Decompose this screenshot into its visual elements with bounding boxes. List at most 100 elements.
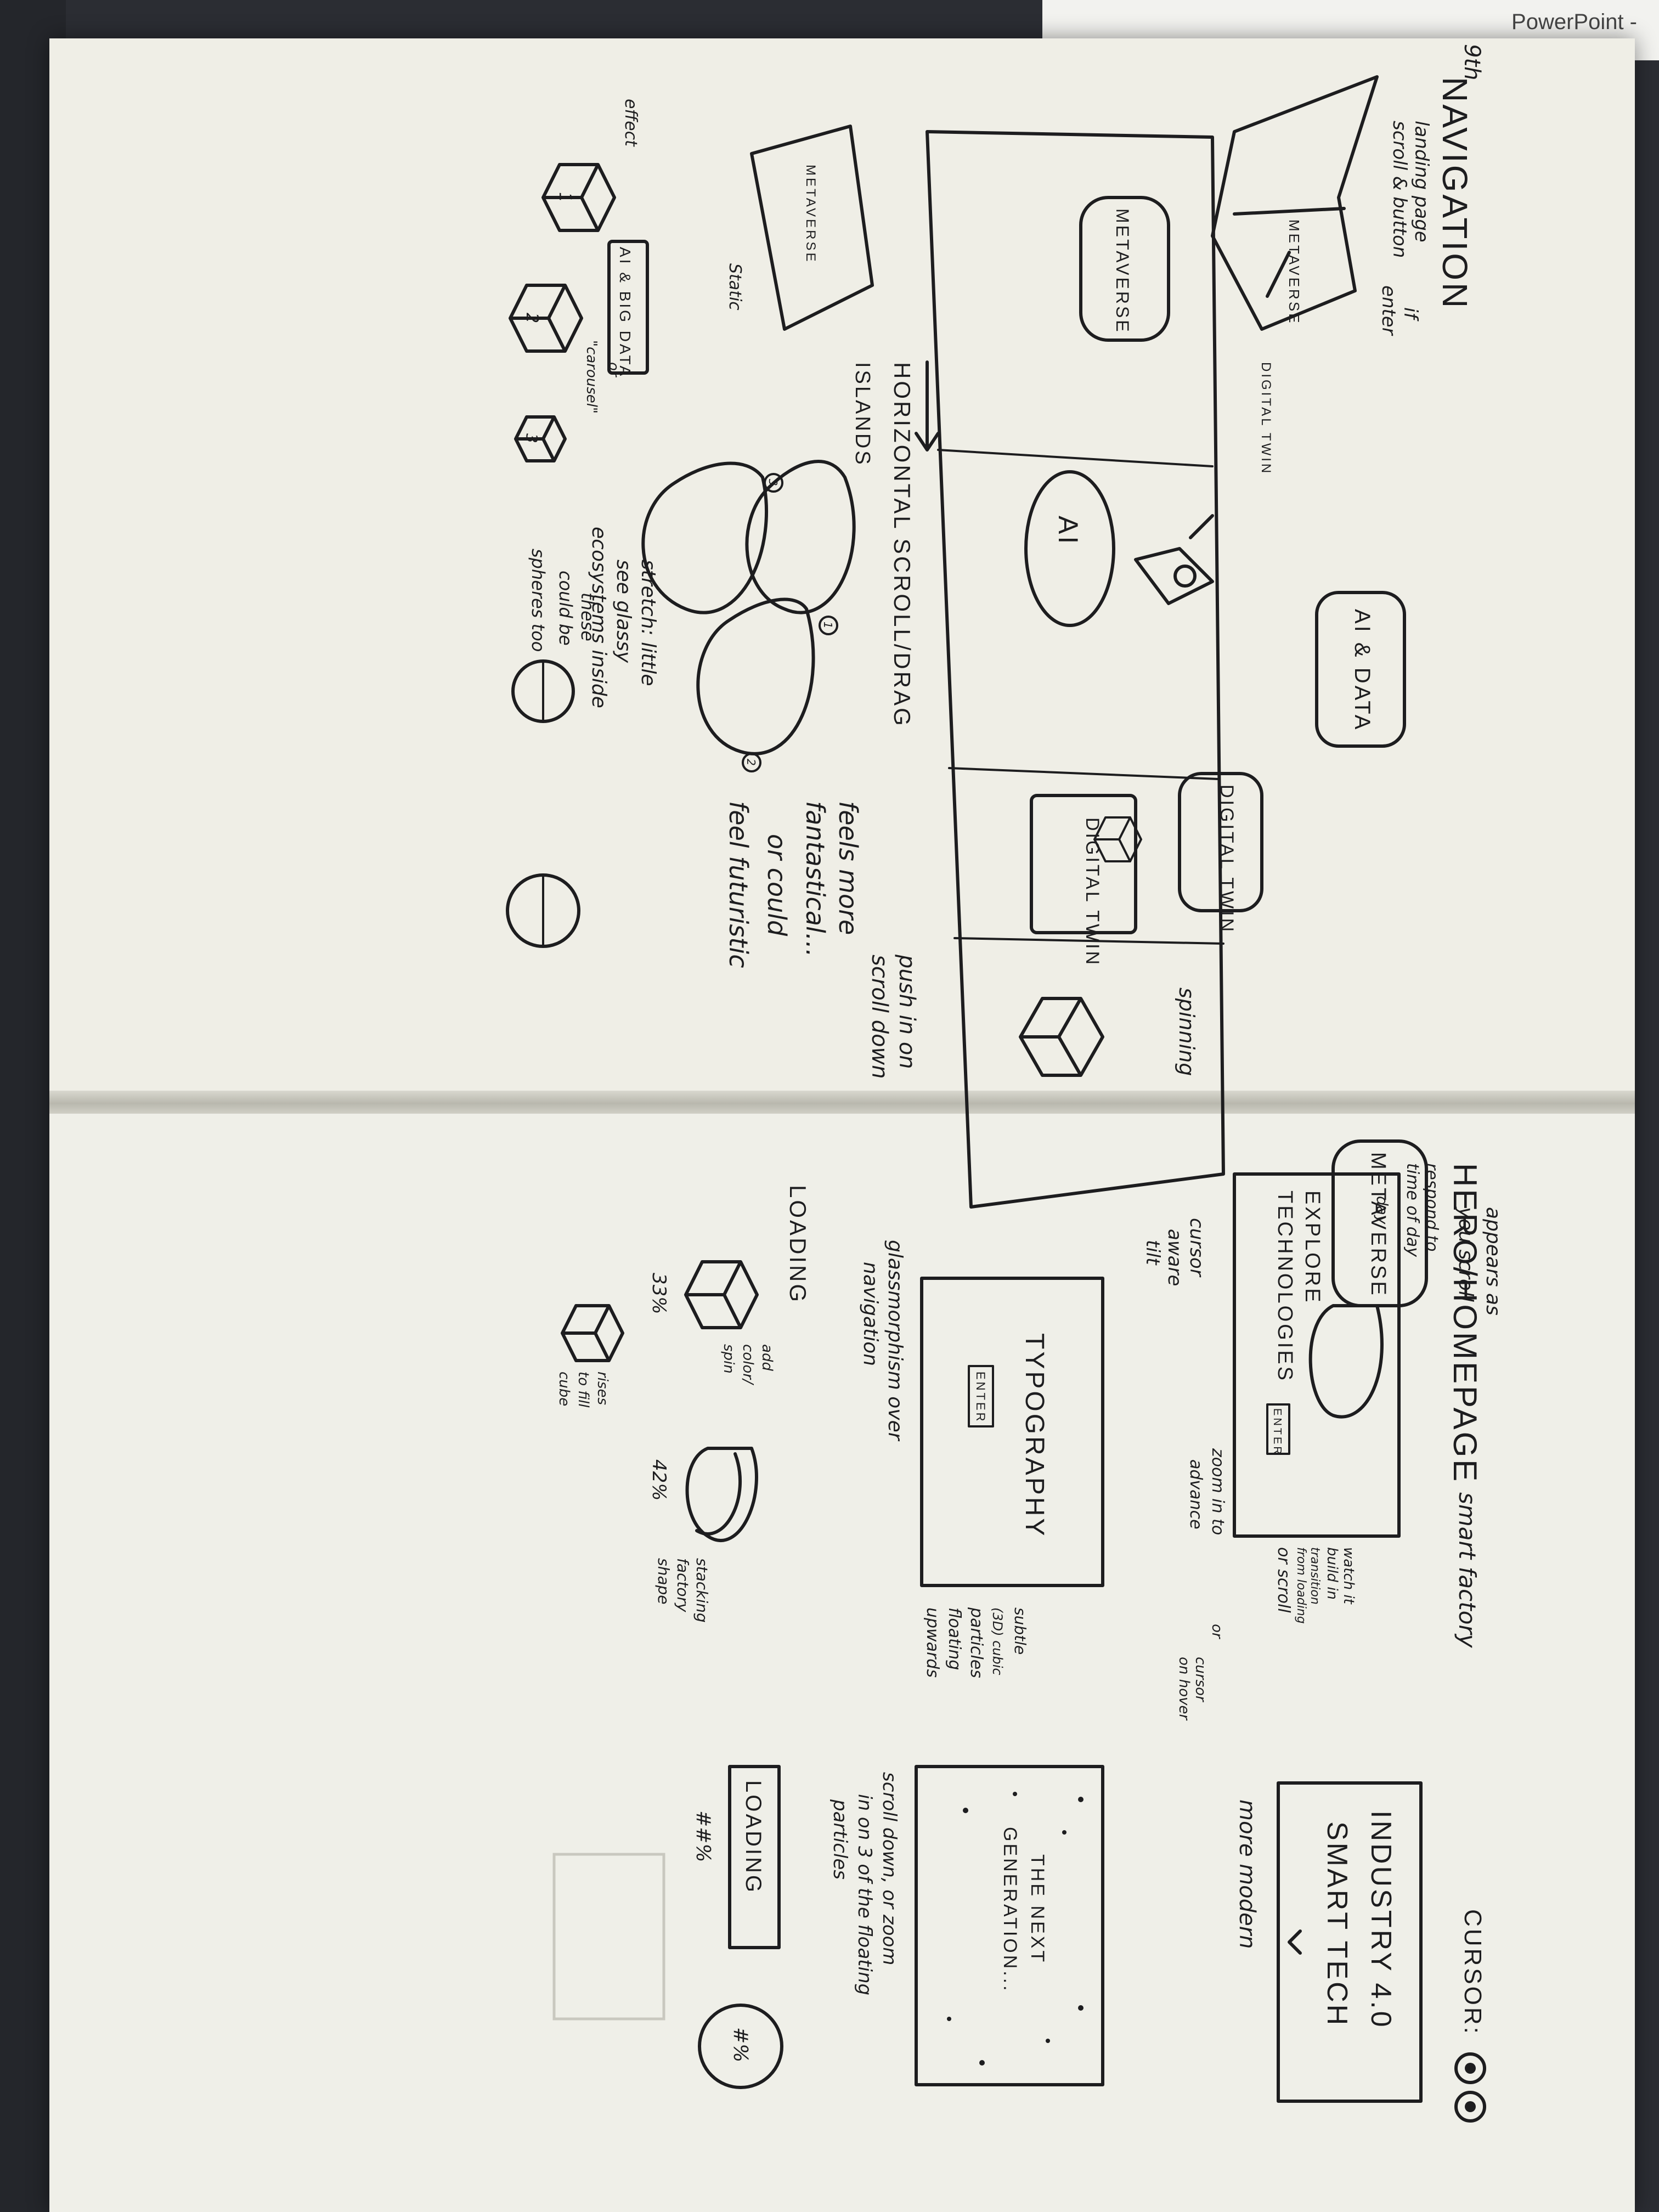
subtle-note-4: floating bbox=[945, 1607, 964, 1670]
cube-1-icon bbox=[541, 163, 616, 232]
island-2 bbox=[696, 597, 815, 755]
metaverse-floor-box bbox=[1079, 196, 1170, 342]
subtle-note-5: upwards bbox=[923, 1607, 942, 1678]
cube-number-1: 1 bbox=[555, 192, 574, 202]
cube-2-icon bbox=[509, 284, 583, 353]
industry-box bbox=[1277, 1781, 1423, 2103]
horizontal-scroll-note: HORIZONTAL SCROLL/DRAG bbox=[889, 362, 915, 728]
zoom-note-1: zoom in to bbox=[1208, 1448, 1227, 1535]
explore-enter-button[interactable] bbox=[1266, 1403, 1290, 1455]
carousel-note: "carousel" bbox=[583, 340, 600, 414]
rising-cube-icon bbox=[561, 1304, 624, 1362]
chevron-down-icon bbox=[1288, 1929, 1302, 1955]
sketchbook: NAVIGATION 9th landing page scroll & but… bbox=[49, 38, 1635, 2212]
explore-enter-label: ENTER bbox=[1271, 1408, 1283, 1457]
digital-twin-floor-box bbox=[1030, 794, 1137, 934]
feels-note-3: or could bbox=[762, 834, 792, 936]
cursor-ring-icon-2 bbox=[1454, 2091, 1486, 2123]
rises-1: rises bbox=[594, 1372, 611, 1405]
typography-enter-label: ENTER bbox=[974, 1372, 988, 1424]
ai-data-box bbox=[1315, 591, 1406, 748]
next-generation-box bbox=[915, 1765, 1104, 2086]
explore-frame bbox=[1233, 1172, 1401, 1538]
appears-note-2: you scroll bbox=[1454, 1206, 1477, 1302]
island-number-3: 3 bbox=[766, 479, 780, 486]
explore-line1: EXPLORE bbox=[1301, 1190, 1324, 1305]
loading-cube-icon bbox=[684, 1260, 759, 1329]
eye-star-sketch bbox=[1134, 514, 1214, 605]
add-color-1: add bbox=[759, 1344, 775, 1371]
add-color-3: spin bbox=[720, 1344, 737, 1374]
stacking-2: factory bbox=[674, 1558, 692, 1612]
island-number-2: 2 bbox=[744, 759, 758, 766]
homepage-page bbox=[49, 1114, 1635, 2212]
particle-dots bbox=[947, 1792, 1084, 2066]
spinning-note: spinning bbox=[1175, 988, 1199, 1076]
island-marker-2 bbox=[742, 753, 761, 772]
stacking-factory-sketch bbox=[685, 1447, 758, 1542]
zoom-note-2: advance bbox=[1186, 1459, 1205, 1530]
subtle-note-3: particles bbox=[967, 1607, 986, 1678]
eye-icon bbox=[1173, 565, 1197, 588]
loading-box bbox=[728, 1765, 781, 1949]
watch-note-5: or scroll bbox=[1274, 1547, 1293, 1613]
digital-twin-floor-label: DIGITAL TWIN bbox=[1082, 817, 1103, 967]
glass-note-2: navigation bbox=[859, 1262, 882, 1366]
island-1 bbox=[745, 460, 856, 614]
cursor-tilt-3: tilt bbox=[1142, 1240, 1164, 1266]
stacking-3: shape bbox=[654, 1558, 673, 1605]
industry-line2: SMART TECH bbox=[1321, 1821, 1353, 2027]
platform-label-metaverse: METAVERSE bbox=[1286, 219, 1302, 325]
platform-label-digital: DIGITAL TWIN bbox=[1259, 362, 1273, 475]
glass-note-1: glassmorphism over bbox=[884, 1240, 906, 1442]
floor-dividers bbox=[937, 449, 1224, 945]
powerpoint-tab-label: PowerPoint - bbox=[1511, 10, 1637, 34]
appears-note-1: appears as bbox=[1482, 1207, 1504, 1316]
navigation-page bbox=[49, 38, 1635, 1097]
cube-number-2: 2 bbox=[522, 313, 541, 323]
stacking-1: stacking bbox=[693, 1558, 711, 1623]
spheres-note-1: these bbox=[577, 592, 598, 641]
island-marker-3 bbox=[764, 473, 783, 493]
or-label: or bbox=[1209, 1624, 1225, 1640]
feels-note-4: feel futuristic bbox=[724, 801, 753, 968]
intro-note-line2: scroll & button bbox=[1389, 121, 1410, 258]
loading-circle bbox=[698, 2004, 783, 2089]
watch-note-4: from loading bbox=[1294, 1547, 1308, 1624]
ai-data-label: AI & DATA bbox=[1350, 609, 1374, 731]
stretch-note-2: see glassy bbox=[612, 560, 635, 663]
loading-circle-pct: #% bbox=[729, 2027, 752, 2062]
loading-box-label: LOADING bbox=[741, 1780, 765, 1894]
metaverse-top-box bbox=[1331, 1139, 1428, 1307]
intro-note-if: if bbox=[1400, 307, 1421, 321]
spheres-note-2: could be bbox=[555, 571, 576, 646]
title-marker: 9th bbox=[1459, 44, 1485, 80]
island-number-1: 1 bbox=[821, 622, 834, 629]
island-marker-1 bbox=[819, 616, 838, 635]
watch-note-2: build in bbox=[1324, 1547, 1340, 1600]
next-gen-line2: GENERATION... bbox=[1000, 1827, 1020, 1993]
faint-show-through bbox=[552, 1853, 665, 2021]
push-note-2: scroll down bbox=[867, 955, 892, 1079]
sketch-drawing: NAVIGATION 9th landing page scroll & but… bbox=[506, 44, 1504, 2123]
island-3 bbox=[641, 461, 768, 614]
homepage-sketch: HERO/HOMEPAGE smart factory CURSOR: resp… bbox=[552, 1163, 1486, 2123]
metaverse-floor-label: METAVERSE bbox=[1113, 208, 1132, 334]
feels-note-2: fantastical... bbox=[800, 801, 830, 957]
typography-box bbox=[920, 1277, 1104, 1587]
day-label: day bbox=[1373, 1196, 1391, 1224]
explore-line2: TECHNOLOGIES bbox=[1273, 1190, 1296, 1383]
floor-cube-icon bbox=[1019, 997, 1104, 1077]
metaverse-static-platform bbox=[750, 125, 874, 331]
cursor-tilt-2: aware bbox=[1164, 1229, 1186, 1286]
effect-note: effect bbox=[621, 99, 640, 147]
typography-enter-button[interactable] bbox=[968, 1365, 994, 1427]
factory-blob-sketch bbox=[1308, 1304, 1384, 1419]
loading-box-pct: ##% bbox=[692, 1810, 714, 1863]
cursor-label: CURSOR: bbox=[1459, 1909, 1486, 2036]
particles-note-3: particles bbox=[829, 1799, 851, 1880]
more-modern-note: more modern bbox=[1234, 1799, 1260, 1949]
rises-3: cube bbox=[556, 1372, 572, 1406]
subtle-note-1: subtle bbox=[1011, 1607, 1029, 1655]
cursor-dot-icon bbox=[1465, 2063, 1476, 2074]
